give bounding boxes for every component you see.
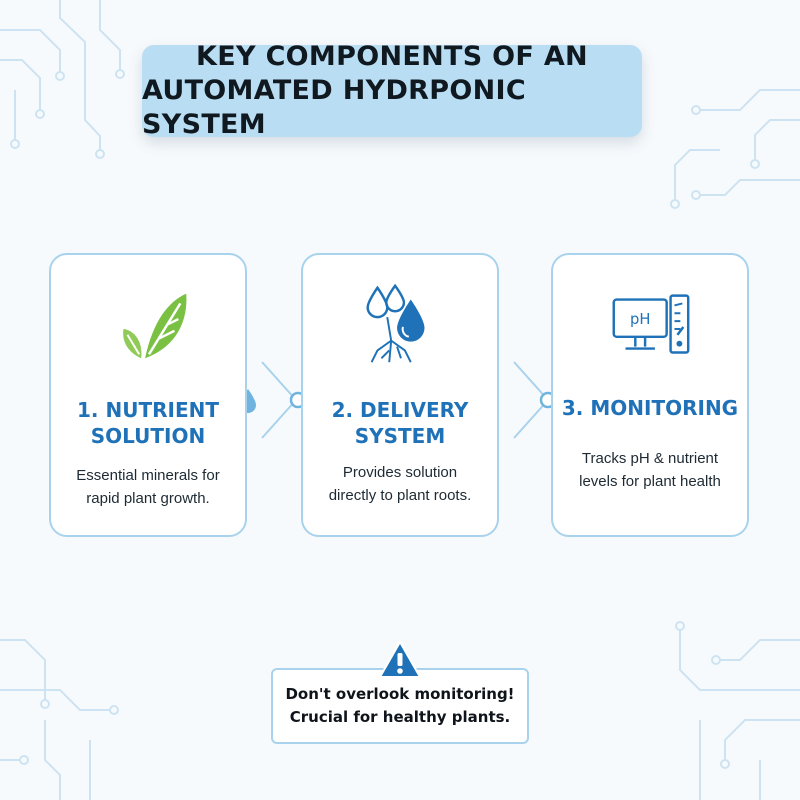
card-description-line-2: directly to plant roots.	[328, 487, 472, 504]
title-line-2: AUTOMATED HYDRPONIC SYSTEM	[142, 75, 526, 140]
card-description-line-2: levels for plant health	[579, 473, 721, 490]
card-monitoring: pH 3. MONITORING Tracks pH & nutrient le…	[551, 253, 749, 537]
card-heading-line-1: 1. NUTRIENT	[77, 398, 219, 422]
card-heading-line-2: SYSTEM	[354, 424, 446, 448]
ph-monitor-icon: pH	[612, 294, 690, 354]
card-description-line-1: Provides solution	[342, 464, 458, 481]
warning-triangle-icon	[379, 641, 421, 678]
title-banner: KEY COMPONENTS OF AN AUTOMATED HYDRPONIC…	[142, 41, 642, 140]
card-heading-line-1: 2. DELIVERY	[331, 398, 469, 422]
water-drops-roots-icon	[366, 283, 425, 363]
card-nutrient-solution: 1. NUTRIENT SOLUTION Essential minerals …	[49, 253, 247, 537]
card-heading-line-2: SOLUTION	[90, 424, 206, 448]
card-delivery-system: 2. DELIVERY SYSTEM Provides solution dir…	[301, 253, 499, 537]
leaf-icon	[123, 293, 187, 359]
card-description-line-2: rapid plant growth.	[86, 490, 210, 507]
warning-line-1: Don't overlook monitoring!	[285, 685, 515, 703]
card-description-line-1: Essential minerals for	[76, 467, 220, 484]
card-description-line-1: Tracks pH & nutrient	[581, 450, 719, 467]
card-heading-line-1: 3. MONITORING	[561, 396, 739, 420]
title-line-1: KEY COMPONENTS OF AN	[196, 41, 588, 72]
warning-line-2: Crucial for healthy plants.	[289, 708, 511, 726]
ph-label: pH	[630, 311, 650, 328]
warning-callout: Don't overlook monitoring! Crucial for h…	[271, 668, 529, 744]
